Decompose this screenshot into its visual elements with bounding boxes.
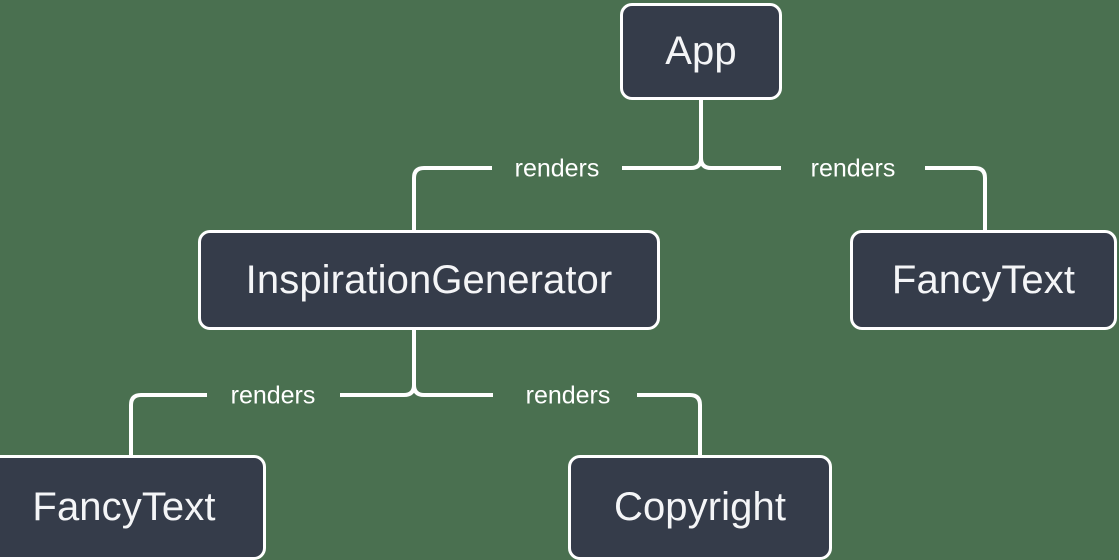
node-inspiration-generator-label: InspirationGenerator	[245, 257, 613, 302]
edge-inspiration-stem-right	[412, 384, 425, 397]
edge-label-app-to-inspiration: renders	[514, 154, 600, 183]
edge-app-stem-right	[699, 157, 712, 170]
edge-label-inspiration-to-copyright: renders	[525, 381, 611, 410]
node-fancytext-right-label: FancyText	[891, 257, 1076, 302]
edge-label-inspiration-to-fancytext-bottom: renders	[230, 381, 316, 410]
node-fancytext-bottom[interactable]: FancyText	[0, 455, 266, 560]
edge-app-stem	[690, 100, 703, 170]
node-copyright[interactable]: Copyright	[568, 455, 832, 560]
node-app-label: App	[665, 29, 737, 73]
node-fancytext-right[interactable]: FancyText	[850, 230, 1117, 330]
node-app[interactable]: App	[620, 3, 782, 100]
node-fancytext-bottom-label: FancyText	[32, 485, 216, 529]
edge-app-to-inspiration-left-run	[412, 166, 492, 230]
edge-label-app-to-fancytext-right: renders	[810, 154, 896, 183]
edge-app-to-fancytext-right-run	[925, 166, 987, 230]
edge-inspiration-to-fancytext-left-run	[129, 393, 207, 455]
edge-inspiration-to-copyright-right-run	[637, 393, 702, 455]
node-inspiration-generator[interactable]: InspirationGenerator	[198, 230, 660, 330]
node-copyright-label: Copyright	[613, 485, 787, 529]
